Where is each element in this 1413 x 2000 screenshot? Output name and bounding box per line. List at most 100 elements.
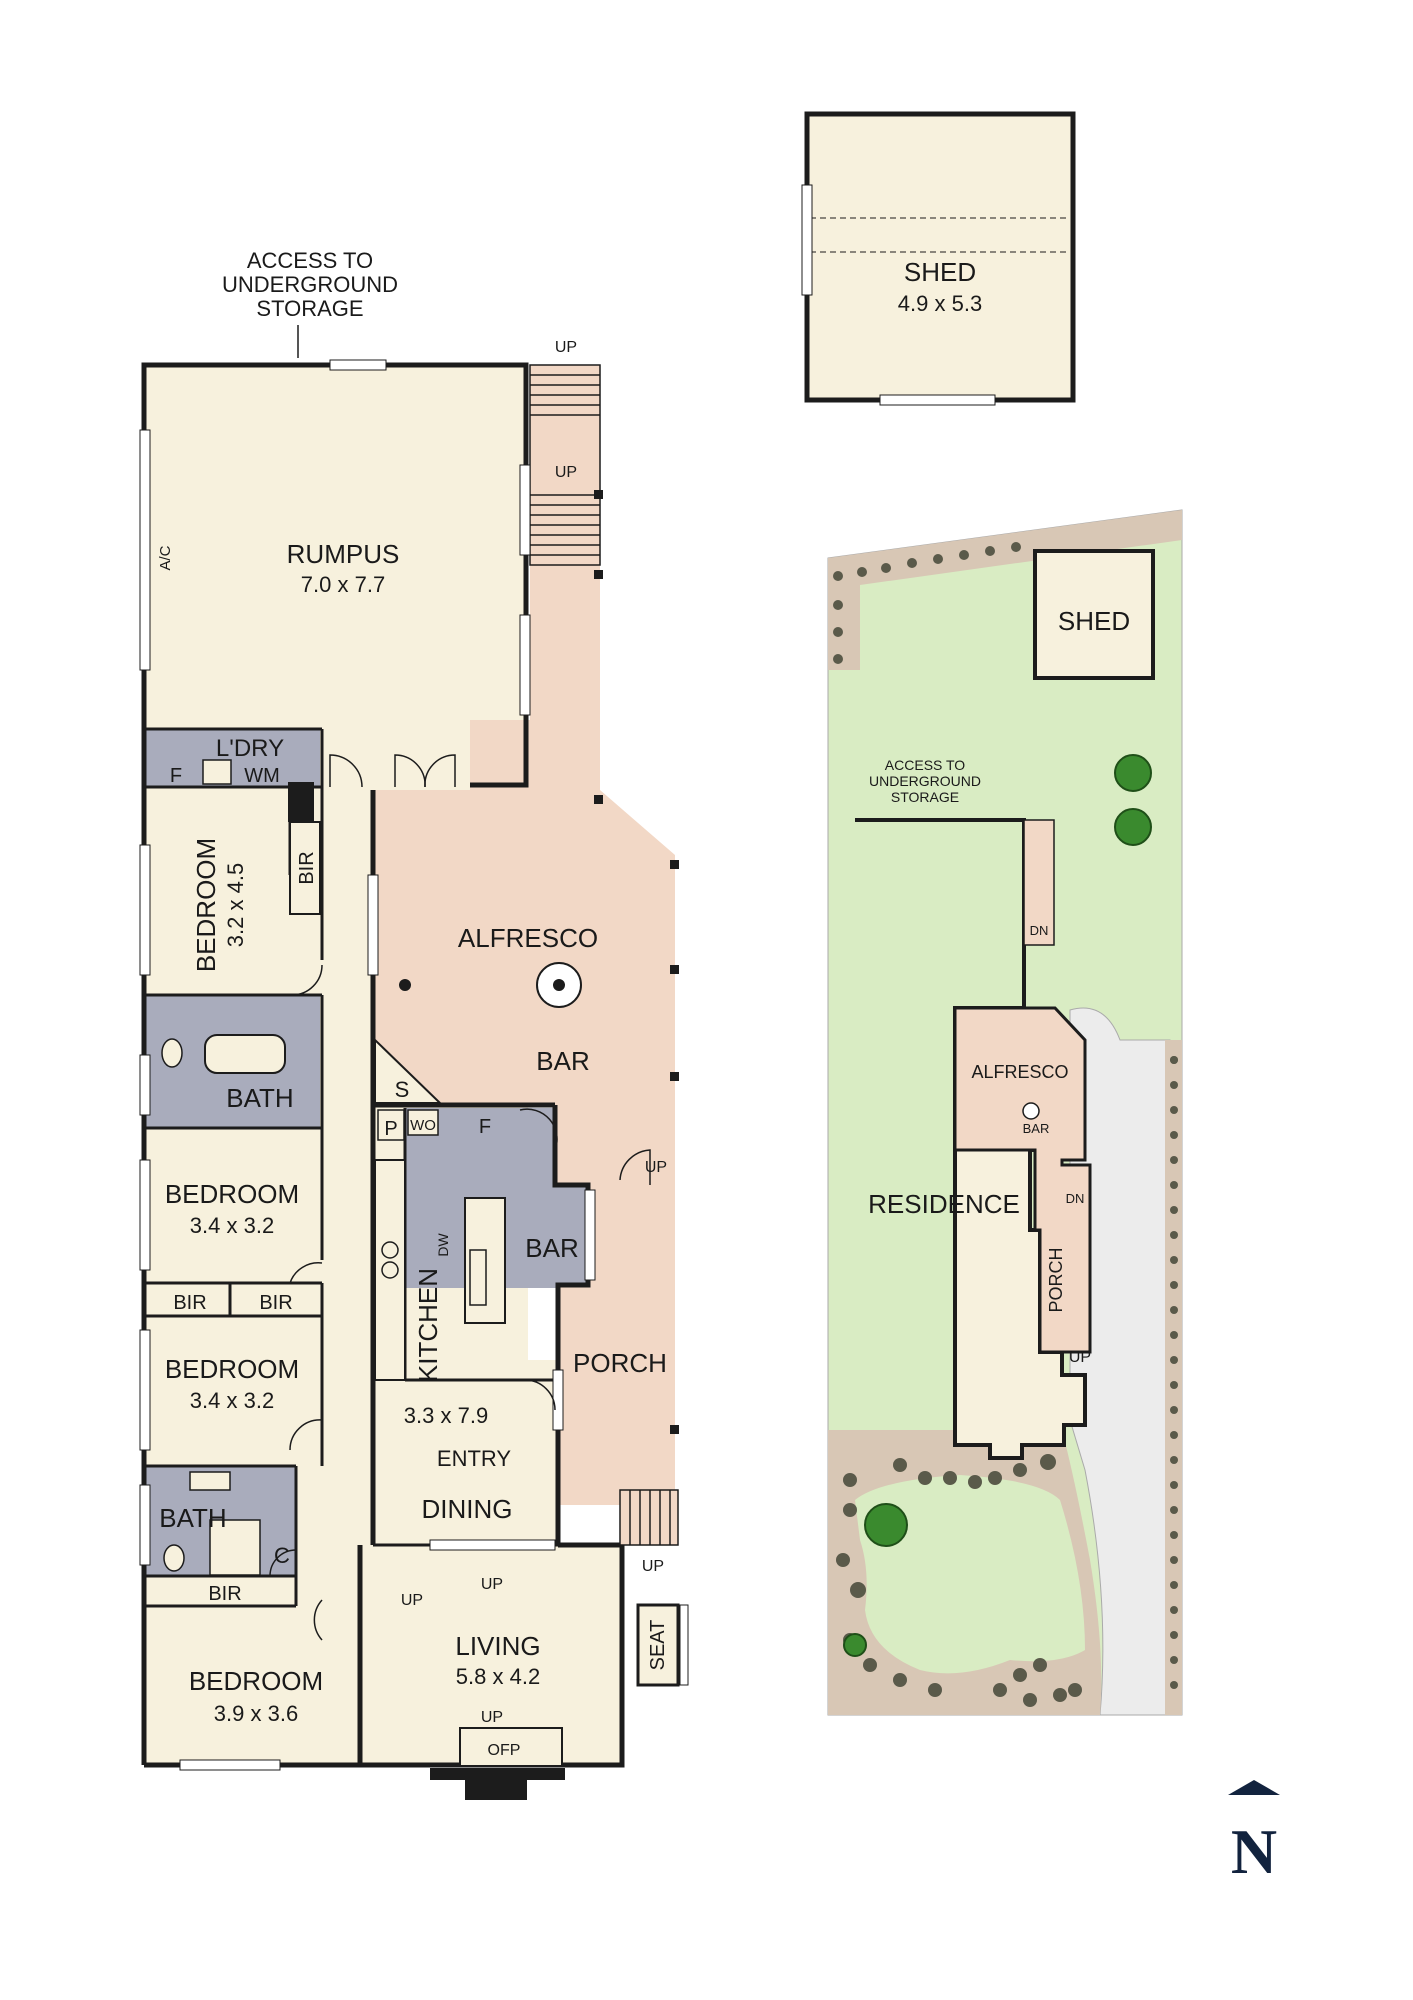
hall-up-label: UP [401, 1592, 423, 1609]
front-up-label: UP [642, 1558, 664, 1575]
access-label: ACCESS TO [247, 248, 373, 273]
stairs-up-label: UP [555, 339, 577, 356]
trees [843, 754, 1152, 1657]
porch-label: PORCH [573, 1348, 667, 1378]
site-bar-icon [1022, 1102, 1040, 1120]
bedroom3-label: BEDROOM [165, 1354, 299, 1384]
bir1-box [289, 821, 321, 915]
laundry-area [146, 729, 320, 787]
fireplace-hearth [459, 1727, 563, 1767]
bedroom4-label: BEDROOM [189, 1666, 323, 1696]
bath2-label: BATH [159, 1503, 226, 1533]
bathtub [204, 1034, 286, 1074]
access-label: UNDERGROUND [222, 272, 398, 297]
bedroom3-dim: 3.4 x 3.2 [190, 1388, 274, 1413]
fireplace-base [430, 1768, 565, 1780]
sink [381, 1241, 399, 1259]
pantry-label: P [384, 1118, 397, 1140]
site-up-label: UP [1069, 1349, 1091, 1366]
site-driveway [1069, 1007, 1171, 1716]
windows [139, 359, 689, 1771]
kitchen-island [464, 1197, 506, 1324]
site-shed [1033, 549, 1155, 680]
ac-label: A/C [157, 545, 174, 570]
living-dim: 5.8 x 4.2 [456, 1664, 540, 1689]
site-stairs [1023, 819, 1055, 946]
living-up-label: UP [481, 1709, 503, 1726]
vanity [189, 1471, 231, 1491]
site-dn-label: DN [1030, 923, 1049, 938]
site-access-label: UNDERGROUND [869, 773, 981, 789]
toilet [163, 1544, 185, 1572]
dining-up-label: UP [481, 1576, 503, 1593]
dining-base [373, 1360, 559, 1550]
rumpus-dim: 7.0 x 7.7 [301, 572, 385, 597]
cupboard-label: C [274, 1543, 290, 1568]
site-alfresco-label: ALFRESCO [971, 1062, 1068, 1082]
bir1-label: BIR [296, 851, 318, 884]
window-seat [636, 1603, 680, 1687]
north-arrow: N [1228, 1780, 1280, 1887]
site-dn-porch-label: DN [1066, 1191, 1085, 1206]
pantry-box [377, 1109, 405, 1141]
site-alfresco [953, 1006, 1092, 1354]
wo-box [407, 1109, 439, 1136]
access-label: STORAGE [256, 296, 363, 321]
alfresco-area [373, 365, 675, 1505]
north-label: N [1231, 1816, 1277, 1887]
stairs-up-label: UP [555, 464, 577, 481]
wo-label: WO [410, 1117, 436, 1134]
shed-dim: 4.9 x 5.3 [898, 291, 982, 316]
kitchen-bar-area [540, 1185, 588, 1285]
kitchen-bench [374, 1159, 406, 1381]
rumpus-label: RUMPUS [287, 539, 400, 569]
shed-label: SHED [904, 257, 976, 287]
shrubs [833, 542, 1178, 1707]
bir2-label: BIR [173, 1292, 206, 1314]
bir4-label: BIR [208, 1583, 241, 1605]
alfresco-label: ALFRESCO [458, 923, 598, 953]
rear-stairs [529, 364, 601, 566]
shower [209, 1519, 261, 1576]
seat-label: SEAT [647, 1620, 669, 1671]
dining-label: DINING [422, 1494, 513, 1524]
site-shed-label: SHED [1058, 606, 1130, 636]
site-access-label: ACCESS TO [885, 757, 966, 773]
alfresco-post [399, 979, 411, 991]
shed-door [879, 394, 996, 406]
bir3-label: BIR [259, 1292, 292, 1314]
kitchen-dim: 3.3 x 7.9 [404, 1403, 488, 1428]
shed-outline [804, 111, 1076, 403]
store-label: S [395, 1077, 410, 1102]
shed-window [801, 184, 813, 296]
wall-column [288, 782, 314, 822]
site-porch-label: PORCH [1046, 1247, 1066, 1312]
laundry-f: F [170, 765, 182, 787]
verandah-posts [594, 490, 679, 1434]
porch-up-label: UP [645, 1159, 667, 1176]
living-label: LIVING [455, 1631, 540, 1661]
bedroom1-dim: 3.2 x 4.5 [223, 863, 248, 947]
fridge-label: F [479, 1116, 491, 1138]
entry-label: ENTRY [437, 1446, 511, 1471]
toilet [161, 1038, 183, 1068]
house-floorplan [139, 359, 689, 1800]
shed-plan: SHED 4.9 x 5.3 [801, 111, 1076, 406]
bath1-label: BATH [226, 1083, 293, 1113]
kitchen-bar-label: BAR [525, 1233, 578, 1263]
store-triangle [374, 1037, 443, 1104]
site-bar-label: BAR [1023, 1121, 1050, 1136]
sink [381, 1261, 399, 1279]
bedroom2-label: BEDROOM [165, 1179, 299, 1209]
house-labels: ACCESS TO UNDERGROUND STORAGE UP UP RUMP… [157, 248, 669, 1759]
front-stairs [619, 1489, 679, 1546]
laundry-label: L'DRY [216, 735, 284, 762]
ofp-label: OFP [488, 1742, 521, 1759]
laundry-tub [202, 759, 232, 785]
site-labels: ACCESS TO UNDERGROUND STORAGE DN ALFRESC… [868, 757, 1091, 1366]
bedroom1-label: BEDROOM [191, 838, 221, 972]
site-plan: SHED ACCESS TO UNDERGROUND STORAGE DN AL… [827, 509, 1183, 1716]
site-access-label: STORAGE [891, 789, 959, 805]
doors [269, 754, 651, 1641]
